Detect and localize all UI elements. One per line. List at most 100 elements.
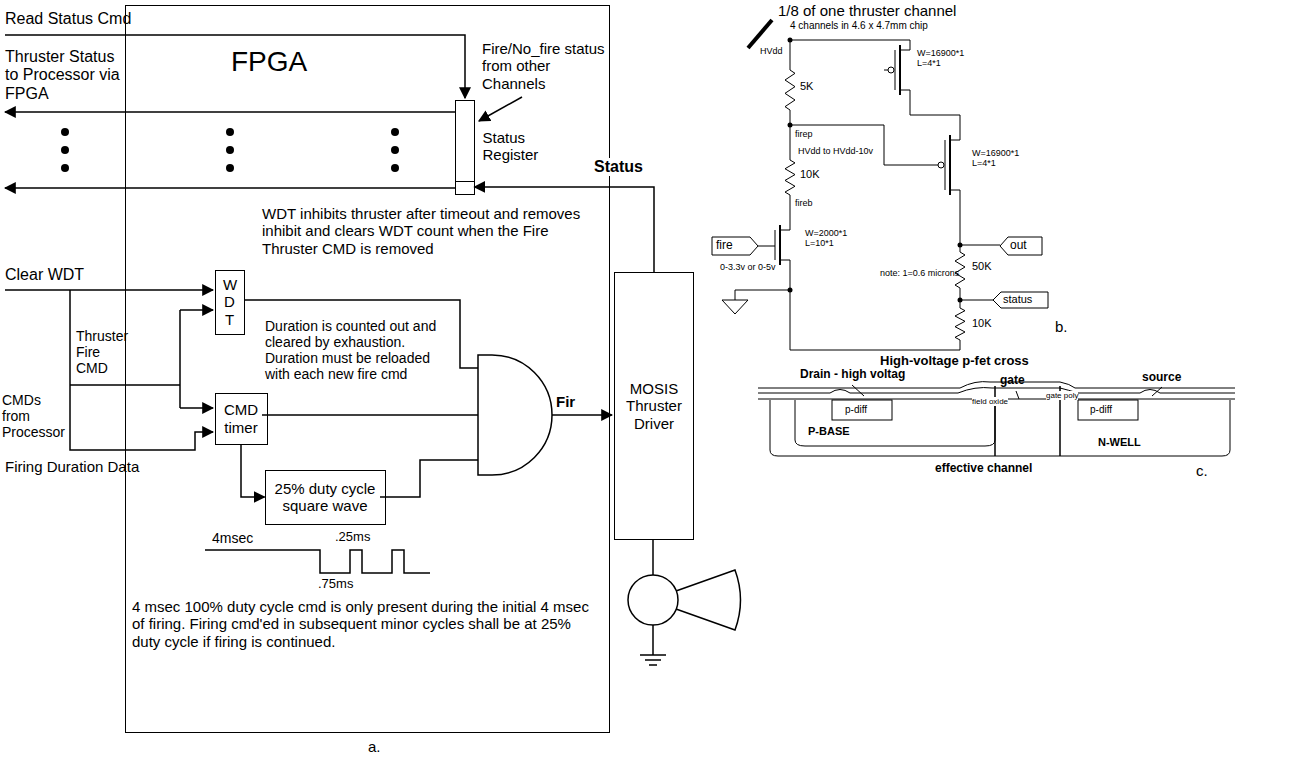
box-label: Status Register <box>483 129 555 164</box>
clear-wdt-wire <box>5 289 213 291</box>
annotation-text: .25ms <box>335 530 385 545</box>
annotation-text: out <box>1010 239 1040 253</box>
annotation-text: gate <box>1000 374 1040 388</box>
annotation-text: Read Status Cmd <box>5 10 205 28</box>
square-out-wire <box>380 460 478 497</box>
thruster-valve <box>628 575 678 625</box>
annotation-text: b. <box>1055 318 1085 335</box>
annotation-text: p-diff <box>1090 404 1134 416</box>
annotation-text: firep <box>795 129 835 139</box>
transistor-bubble <box>888 67 894 73</box>
resistor-symbol <box>785 70 795 110</box>
out-pin <box>1000 237 1042 255</box>
box-label: MOSIS Thruster Driver <box>618 380 690 432</box>
annotation-text: 4msec <box>212 530 262 546</box>
box-title: FPGA <box>231 46 307 78</box>
connector-label: Status <box>594 158 648 176</box>
transistor-channel <box>779 225 781 265</box>
transistor-leads <box>780 220 790 270</box>
annotation-text: HVdd to HVdd-10v <box>798 146 882 156</box>
fire-cmd-wire <box>180 407 213 409</box>
annotation-text: effective channel <box>935 462 1065 476</box>
block-box: 25% duty cycle square wave <box>265 470 386 525</box>
waveform <box>205 550 430 573</box>
annotation-text: P-BASE <box>808 425 868 438</box>
thruster-nozzle <box>676 570 741 630</box>
annotation-text: W=16900*1 L=4*1 <box>917 48 975 69</box>
ground-symbol <box>640 625 666 665</box>
block-box: CMD timer <box>215 393 268 445</box>
annotation-text: Drain - high voltag <box>800 368 950 382</box>
wire <box>758 100 1000 350</box>
fire-pin <box>712 237 758 255</box>
and-gate <box>478 355 552 475</box>
status-out-wire <box>5 111 455 113</box>
transistor-gate <box>945 140 946 190</box>
annotation-text: Clear WDT <box>5 266 115 284</box>
status-pin <box>993 292 1048 308</box>
box-label: CMD timer <box>216 401 267 436</box>
transistor-channel <box>899 45 901 95</box>
annotation-text: 4 msec 100% duty cycle cmd is only prese… <box>132 598 602 650</box>
ground-symbol <box>722 300 748 314</box>
hvdd-bus <box>748 20 772 48</box>
cross-section <box>758 382 1235 456</box>
ellipsis-dots <box>61 128 399 172</box>
annotation-text: High-voltage p-fet cross <box>880 354 1080 369</box>
annotation-text: Thruster Fire CMD <box>76 328 134 376</box>
annotation-text: N-WELL <box>1098 436 1158 449</box>
annotation-text: 5K <box>800 80 830 93</box>
annotation-text: Fire/No_fire status from other Channels <box>482 40 607 92</box>
n-well <box>770 400 1230 456</box>
annotation-text: WDT inhibits thruster after timeout and … <box>262 205 607 257</box>
resistor-symbol <box>955 308 965 340</box>
other-channels-arrow <box>479 97 522 121</box>
annotation-text: CMDs from Processor <box>2 392 68 440</box>
annotation-text: fireb <box>795 198 835 208</box>
annotation-text: Firing Duration Data <box>5 458 185 475</box>
fpga-wires <box>5 35 741 665</box>
annotation-text: 0-3.3v or 0-5v <box>720 262 786 272</box>
annotation-text: p-diff <box>845 404 889 416</box>
p-diff <box>832 400 892 420</box>
annotation-text: c. <box>1196 462 1226 479</box>
annotation-text: .75ms <box>318 577 368 592</box>
cmd-bus-wire <box>70 290 213 450</box>
transistor-leads <box>950 130 960 200</box>
annotation-text: W=2000*1 L=10*1 <box>805 228 865 249</box>
block-box: W D T <box>215 270 245 335</box>
p-base <box>795 400 995 446</box>
annotation-text: gate poly <box>1046 391 1078 400</box>
annotation-text: source <box>1142 371 1202 385</box>
annotation-text: status <box>1003 293 1047 306</box>
connector <box>241 445 265 498</box>
annotation-text: HVdd <box>760 46 790 56</box>
status-out-wire <box>5 187 455 189</box>
annotation-text: W=16900*1 L=4*1 <box>972 148 1030 169</box>
block-box: MOSIS Thruster Driver <box>614 272 694 540</box>
annotation-text: 10K <box>800 168 830 181</box>
junction-dots <box>788 38 963 303</box>
transistor-leads <box>900 40 910 100</box>
gate-wire <box>790 70 938 165</box>
thruster-wire <box>652 540 654 575</box>
transistor-bubble <box>938 162 944 168</box>
transistor-gate <box>775 230 776 260</box>
register-partition <box>456 181 474 182</box>
resistor-symbol <box>785 160 795 195</box>
annotation-text: Fir <box>556 393 596 410</box>
schematic <box>712 20 1048 350</box>
status-register: Status Register <box>455 100 475 195</box>
wire <box>735 40 960 350</box>
annotation-text: 4 channels in 4.6 x 4.7mm chip <box>790 20 1020 32</box>
annotation-text: field oxide <box>972 397 1008 406</box>
annotation-text: Duration is counted out and cleared by e… <box>265 318 455 382</box>
box-label: W D T <box>223 276 236 328</box>
figure-caption: a. <box>368 738 398 755</box>
oxide-layer <box>758 388 1235 393</box>
annotation-text: Thruster Status to Processor via FPGA <box>5 48 123 103</box>
fire-cmd-wire <box>180 309 213 311</box>
annotation-text: 50K <box>972 260 1002 273</box>
annotation-text: 10K <box>972 317 1002 330</box>
annotation-text: 1/8 of one thruster channel <box>778 2 1048 19</box>
